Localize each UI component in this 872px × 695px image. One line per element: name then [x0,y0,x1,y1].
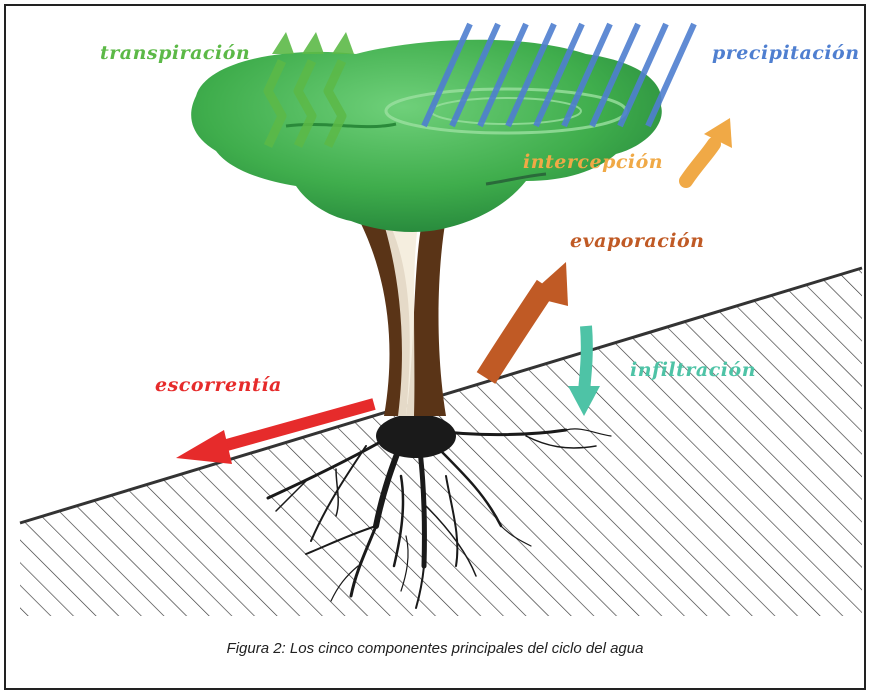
label-escorrentia: escorrentía [155,374,282,396]
transpiration-arrow [293,32,324,148]
label-evaporacion: evaporación [570,230,705,252]
figure-frame: transpiración precipitación intercepción… [4,4,866,690]
label-precipitacion: precipitación [712,42,860,64]
interception-arrow [679,118,732,188]
soil-white-mask [6,618,864,688]
water-cycle-diagram [6,22,864,688]
label-infiltracion: infiltración [630,359,757,381]
label-intercepcion: intercepción [523,151,664,173]
transpiration-arrow [323,32,354,148]
transpiration-arrow [263,32,294,148]
transpiration-arrows [263,32,354,148]
runoff-arrow [176,398,376,464]
label-transpiracion: transpiración [100,42,251,64]
evaporation-arrow [476,262,568,384]
tree-roots [266,413,612,609]
figure-caption: Figura 2: Los cinco componentes principa… [226,640,644,657]
tree-trunk [356,202,446,416]
precipitation-rain [421,22,697,128]
infiltration-arrow [568,325,600,416]
